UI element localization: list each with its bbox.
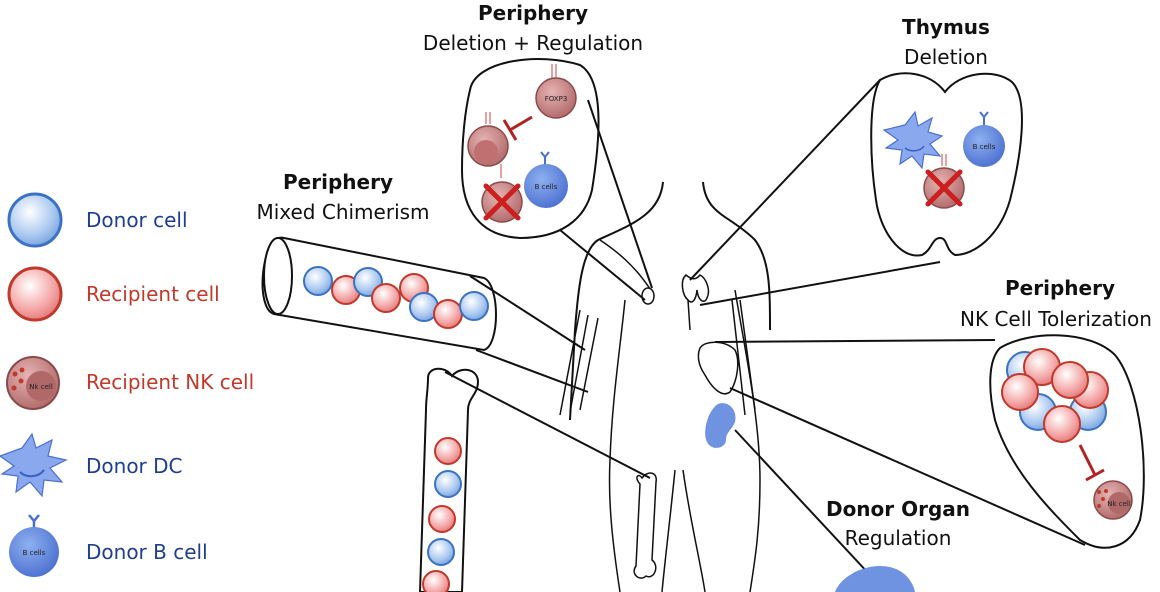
b-cells-label: B cells: [535, 183, 558, 191]
donor-cell: [303, 266, 333, 296]
donor-cell: [427, 538, 455, 566]
legend-donor-b-cell: B cells Donor B cell: [9, 514, 208, 577]
callout-bubble: [460, 58, 600, 240]
legend-recipient-nk-cell: Nk cell Recipient NK cell: [6, 356, 254, 410]
bone-outline: [418, 367, 480, 592]
bone-callout: [418, 367, 480, 592]
leader-lines: [444, 79, 1086, 576]
chimerism-cells: [303, 266, 489, 329]
deleted-recipient-cell: [481, 164, 523, 223]
recipient-nk-cell: Nk cell: [1093, 480, 1133, 520]
callout-title: Thymus: [902, 15, 990, 39]
callout-nk-tolerization: Periphery NK Cell Tolerization Nk cell: [960, 276, 1152, 549]
inhibition-arrow: [502, 115, 533, 141]
thymus-icon: [681, 274, 710, 303]
nk-bubble: [989, 334, 1145, 549]
recipient-cell: [434, 437, 462, 465]
treg-cell: FOXP3: [535, 64, 577, 119]
bone-marrow-cells: [422, 437, 462, 592]
spleen-icon: [697, 341, 739, 395]
deleted-thymocyte: [923, 154, 965, 209]
callout-subtitle: NK Cell Tolerization: [960, 307, 1152, 331]
recipient-cell: [428, 505, 456, 533]
callout-subtitle: Deletion + Regulation: [423, 31, 643, 55]
legend: Donor cell Recipient cell Nk cell Recipi…: [0, 192, 254, 577]
donor-b-cell-thymus: B cells: [963, 111, 1005, 167]
effector-t-cell: [467, 112, 509, 167]
callout-subtitle: Mixed Chimerism: [256, 200, 429, 224]
nk-cell-label: Nk cell: [29, 383, 53, 391]
nk-cluster: [1001, 348, 1109, 443]
donor-b-cell: B cells: [524, 151, 568, 208]
donor-dc: [882, 110, 944, 170]
foxp3-label: FOXP3: [545, 95, 568, 103]
recipient-cell: [1051, 361, 1089, 399]
callout-thymus: Thymus Deletion B cells: [870, 15, 1023, 257]
callout-subtitle: Regulation: [845, 526, 952, 550]
donor-organ-icon: [835, 566, 915, 592]
callout-title: Periphery: [283, 170, 393, 194]
vessel-end-small: [641, 287, 655, 305]
callout-periphery-deletion-regulation: Periphery Deletion + Regulation FOXP3: [423, 1, 643, 240]
legend-recipient-nk-cell-label: Recipient NK cell: [86, 370, 254, 394]
callout-title: Donor Organ: [826, 497, 970, 521]
recipient-cell: [1043, 405, 1081, 443]
legend-recipient-cell-label: Recipient cell: [86, 282, 220, 306]
legend-donor-dc-label: Donor DC: [86, 454, 183, 478]
vessel-opening: [263, 237, 293, 315]
body-outline: [559, 181, 771, 592]
callout-mixed-chimerism: Periphery Mixed Chimerism: [256, 170, 497, 352]
recipient-cell: [422, 570, 450, 592]
recipient-cell: [433, 299, 463, 329]
x-mark-icon: [925, 169, 963, 207]
legend-recipient-cell: Recipient cell: [7, 266, 220, 322]
legend-donor-dc: Donor DC: [0, 432, 183, 498]
kidney-icon: [705, 403, 736, 448]
callout-title: Periphery: [1005, 276, 1115, 300]
donor-cell: [434, 470, 462, 498]
recipient-cell: [371, 283, 401, 313]
b-cells-label: B cells: [23, 549, 46, 557]
callout-title: Periphery: [478, 1, 588, 25]
thymus-bubble: [870, 72, 1023, 257]
donor-cell: [459, 291, 489, 321]
inhibition-arrow: [1078, 444, 1105, 482]
legend-donor-cell: Donor cell: [7, 192, 188, 248]
callout-donor-organ: Donor Organ Regulation: [826, 497, 970, 592]
small-bone-icon: [633, 472, 657, 579]
legend-donor-b-cell-label: Donor B cell: [86, 540, 208, 564]
callout-subtitle: Deletion: [904, 45, 988, 69]
legend-donor-cell-label: Donor cell: [86, 208, 188, 232]
nk-cell-label: Nk cell: [1107, 500, 1131, 508]
x-mark-icon: [483, 183, 521, 221]
b-cells-label: B cells: [973, 143, 996, 151]
recipient-cell: [1001, 373, 1039, 411]
